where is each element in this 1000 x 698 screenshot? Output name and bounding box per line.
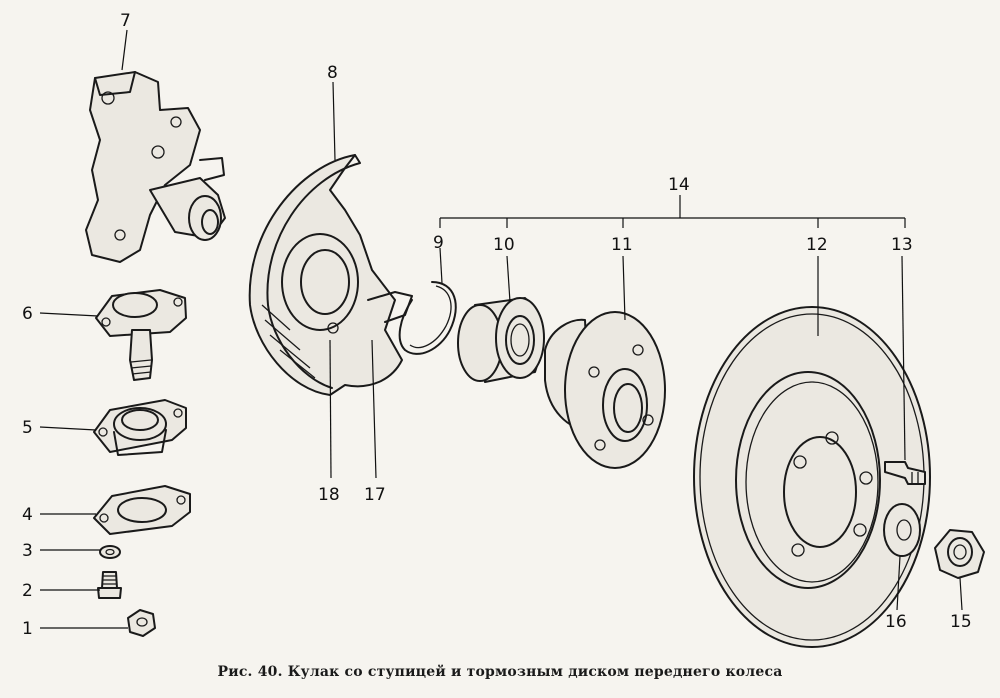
- callout-2: 2: [22, 581, 33, 601]
- callout-11: 11: [611, 235, 633, 255]
- gasket: [93, 485, 191, 535]
- washer-small: [99, 545, 121, 559]
- callout-14: 14: [668, 175, 690, 195]
- bolt: [97, 571, 122, 599]
- callout-7: 7: [120, 11, 131, 31]
- callout-5: 5: [22, 418, 33, 438]
- steering-knuckle: [85, 71, 226, 263]
- wheel-nut: [934, 529, 985, 579]
- figure-caption: Рис. 40. Кулак со ступицей и тормозным д…: [217, 664, 783, 680]
- callout-12: 12: [806, 235, 828, 255]
- callout-4: 4: [22, 505, 33, 525]
- callouts: 1 2 3 4 5 6 7 8 9 10 11 12 13 14 15 16 1…: [22, 11, 972, 639]
- callout-13: 13: [891, 235, 913, 255]
- wheel-washer: [883, 503, 921, 557]
- brake-disc: [693, 306, 931, 648]
- callout-10: 10: [493, 235, 515, 255]
- ball-joint-housing: [93, 399, 187, 456]
- wheel-stud: [884, 461, 926, 485]
- callout-17: 17: [364, 485, 386, 505]
- callout-6: 6: [22, 304, 33, 324]
- callout-3: 3: [22, 541, 33, 561]
- callout-9: 9: [433, 233, 444, 253]
- callout-15: 15: [950, 612, 972, 632]
- callout-8: 8: [327, 63, 338, 83]
- wheel-hub: [544, 311, 666, 469]
- leader-lines: [39, 29, 963, 629]
- nut-small: [127, 609, 156, 637]
- snap-ring: [398, 281, 457, 355]
- callout-1: 1: [22, 619, 33, 639]
- ball-joint: [95, 289, 187, 381]
- wheel-bearing: [457, 297, 545, 383]
- callout-18: 18: [318, 485, 340, 505]
- callout-16: 16: [885, 612, 907, 632]
- splash-shield: [248, 154, 413, 396]
